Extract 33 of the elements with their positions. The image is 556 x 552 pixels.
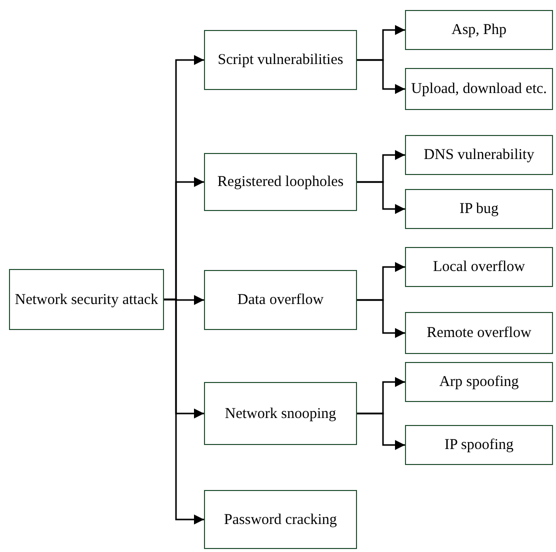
node-label: Network security attack — [14, 290, 160, 308]
process-box — [405, 247, 553, 287]
node-label: Password cracking — [223, 510, 338, 528]
node-label: IP bug — [458, 200, 500, 218]
process-box — [405, 312, 553, 354]
process-box — [405, 425, 553, 465]
node-label: Registered loopholes — [216, 173, 345, 191]
process-box — [204, 153, 357, 211]
arrow — [357, 59, 405, 94]
node-label: DNS vulnerability — [422, 146, 536, 164]
arrow — [357, 412, 405, 450]
node-label: Network snooping — [224, 404, 338, 422]
arrow — [357, 181, 405, 214]
process-box — [405, 189, 553, 229]
process-box — [204, 490, 357, 549]
process-box — [204, 382, 357, 445]
arrow — [357, 299, 405, 338]
process-box — [204, 270, 357, 330]
process-box — [204, 30, 357, 90]
node-label: Upload, download etc. — [410, 80, 548, 98]
arrow — [164, 298, 204, 524]
process-box — [405, 68, 553, 110]
node-label: Arp spoofing — [438, 373, 520, 391]
process-box — [405, 362, 553, 402]
node-label: Local overflow — [432, 258, 526, 276]
process-box — [9, 269, 164, 330]
node-label: Asp, Php — [450, 21, 508, 39]
process-box — [405, 10, 553, 50]
node-label: IP spoofing — [443, 436, 515, 454]
process-box — [405, 135, 553, 175]
node-label: Remote overflow — [426, 324, 532, 342]
node-label: Script vulnerabilities — [216, 51, 344, 69]
node-label: Data overflow — [236, 291, 325, 309]
